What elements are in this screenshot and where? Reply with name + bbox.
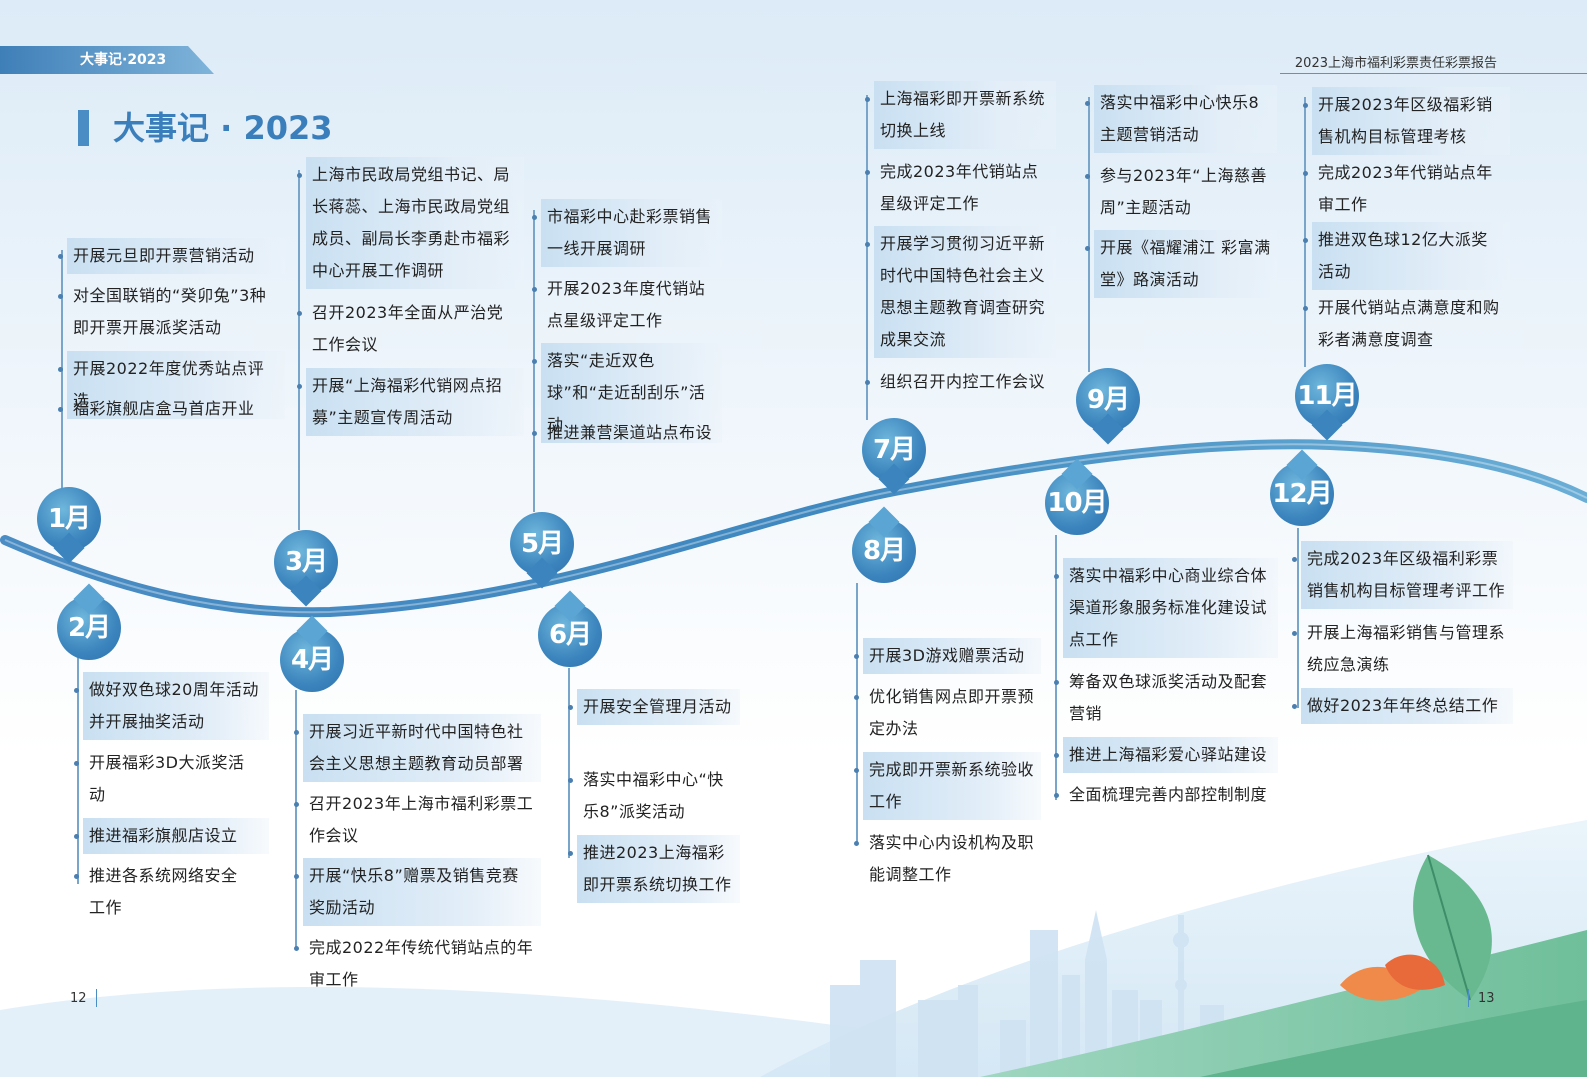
- event-item: 开展3D游戏赠票活动: [854, 638, 1041, 674]
- event-item: 开展代销站点满意度和购彩者满意度调查: [1303, 290, 1510, 358]
- event-item: 召开2023年全面从严治党工作会议: [297, 295, 524, 363]
- event-item: 推进各系统网络安全工作: [74, 858, 253, 926]
- event-item: 推进福彩旗舰店设立: [74, 818, 269, 854]
- section-tag: 大事记·2023: [0, 46, 214, 74]
- connector-m4: [295, 690, 297, 950]
- event-item: 开展元旦即开票营销活动: [58, 238, 285, 274]
- page-number-divider-left: [96, 989, 97, 1007]
- page-number-left: 12: [70, 991, 87, 1006]
- connector-m12: [1297, 528, 1299, 708]
- connector-m2: [77, 658, 79, 884]
- month-marker-10: 10月: [1045, 471, 1109, 535]
- month-marker-4: 4月: [280, 628, 344, 692]
- event-item: 落实中福彩中心商业综合体渠道形象服务标准化建设试点工作: [1054, 558, 1278, 658]
- event-item: 开展福彩3D大派奖活动: [74, 745, 253, 813]
- event-item: 推进兼营渠道站点布设: [532, 415, 722, 451]
- event-item: 落实“走近双色球”和“走近刮刮乐”活动: [532, 343, 722, 443]
- event-item: 开展“上海福彩代销网点招募”主题宣传周活动: [297, 368, 524, 436]
- connector-m11: [1304, 97, 1306, 367]
- month-marker-11: 11月: [1295, 364, 1359, 428]
- connector-m9: [1088, 97, 1090, 372]
- month-marker-12: 12月: [1270, 462, 1334, 526]
- event-item: 完成即开票新系统验收工作: [854, 752, 1041, 820]
- event-item: 推进上海福彩爱心驿站建设: [1054, 737, 1278, 773]
- event-item: 优化销售网点即开票预定办法: [854, 679, 1041, 747]
- event-item: 开展安全管理月活动: [568, 689, 740, 725]
- event-item: 完成2022年传统代销站点的年审工作: [294, 930, 541, 998]
- event-item: 落实中福彩中心快乐8主题营销活动: [1085, 85, 1277, 153]
- report-title: 2023上海市福利彩票责任彩票报告: [1294, 56, 1497, 71]
- month-marker-2: 2月: [57, 596, 121, 660]
- event-item: 组织召开内控工作会议: [865, 364, 1056, 400]
- event-item: 开展2023年度代销站点星级评定工作: [532, 271, 722, 339]
- event-item: 上海市民政局党组书记、局长蒋蕊、上海市民政局党组成员、副局长李勇赴市福彩中心开展…: [297, 157, 524, 289]
- event-item: 完成2023年代销站点年审工作: [1303, 155, 1510, 223]
- event-item: 开展习近平新时代中国特色社会主义思想主题教育动员部署: [294, 714, 541, 782]
- page-number-divider-right: [1468, 989, 1469, 1007]
- event-item: 开展《福耀浦江 彩富满堂》路演活动: [1085, 230, 1277, 298]
- event-item: 开展上海福彩销售与管理系统应急演练: [1292, 615, 1513, 683]
- event-item: 开展“快乐8”赠票及销售竞赛奖励活动: [294, 858, 541, 926]
- event-item: 做好2023年年终总结工作: [1292, 688, 1513, 724]
- event-item: 对全国联销的“癸卯兔”3种即开票开展派奖活动: [58, 278, 285, 346]
- page-title: 大事记 · 2023: [78, 110, 333, 146]
- event-item: 推进双色球12亿大派奖活动: [1303, 222, 1510, 290]
- page-number-right: 13: [1478, 991, 1495, 1006]
- month-marker-9: 9月: [1076, 368, 1140, 432]
- connector-m6: [568, 668, 570, 858]
- connector-m8: [856, 583, 858, 843]
- event-item: 做好双色球20周年活动并开展抽奖活动: [74, 672, 269, 740]
- month-marker-1: 1月: [37, 487, 101, 551]
- event-item: 开展2023年区级福彩销售机构目标管理考核: [1303, 87, 1510, 155]
- event-item: 落实中心内设机构及职能调整工作: [854, 825, 1041, 893]
- event-item: 落实中福彩中心“快乐8”派奖活动: [568, 762, 740, 830]
- event-item: 完成2023年代销站点星级评定工作: [865, 154, 1056, 222]
- month-marker-7: 7月: [862, 418, 926, 482]
- month-marker-5: 5月: [510, 512, 574, 576]
- event-item: 召开2023年上海市福利彩票工作会议: [294, 786, 541, 854]
- connector-m7: [866, 95, 868, 420]
- event-item: 上海福彩即开票新系统切换上线: [865, 81, 1056, 149]
- month-marker-3: 3月: [274, 530, 338, 594]
- event-item: 参与2023年“上海慈善周”主题活动: [1085, 158, 1277, 226]
- connector-m3: [298, 170, 300, 530]
- event-item: 推进2023上海福彩即开票系统切换工作: [568, 835, 740, 903]
- event-item: 全面梳理完善内部控制制度: [1054, 777, 1278, 813]
- month-marker-8: 8月: [852, 519, 916, 583]
- event-item: 筹备双色球派奖活动及配套营销: [1054, 664, 1278, 732]
- event-item: 开展2022年度优秀站点评选: [58, 351, 285, 419]
- event-item: 完成2023年区级福利彩票销售机构目标管理考评工作: [1292, 541, 1513, 609]
- event-item: 福彩旗舰店盒马首店开业: [58, 391, 285, 427]
- header-rule: [1280, 73, 1587, 74]
- event-item: 市福彩中心赴彩票销售一线开展调研: [532, 199, 722, 267]
- event-item: 开展学习贯彻习近平新时代中国特色社会主义思想主题教育调查研究成果交流: [865, 226, 1056, 358]
- month-marker-6: 6月: [538, 603, 602, 667]
- connector-m10: [1055, 535, 1057, 800]
